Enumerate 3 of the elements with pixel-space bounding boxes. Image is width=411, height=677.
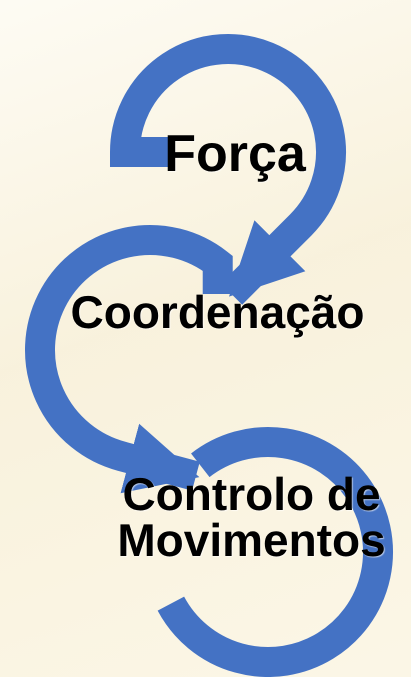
curved-arrow xyxy=(25,225,233,494)
curved-arrow xyxy=(110,34,346,305)
node-label: Coordenação xyxy=(70,289,364,335)
